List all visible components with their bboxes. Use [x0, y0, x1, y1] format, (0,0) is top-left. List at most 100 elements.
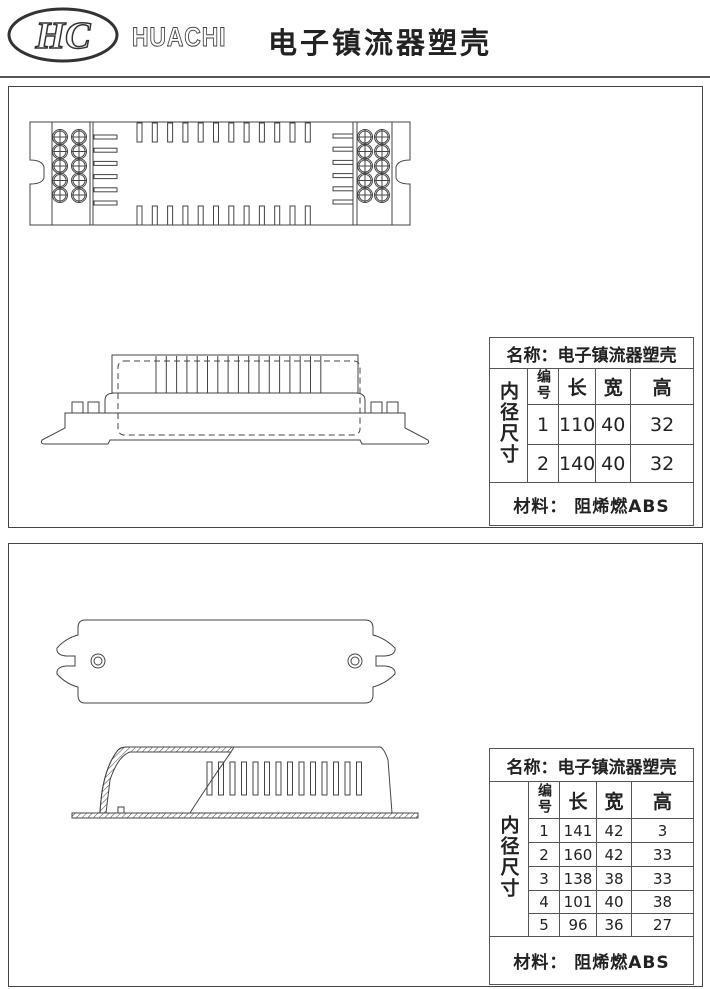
vent-slot: [304, 122, 311, 143]
vent-slot: [274, 122, 281, 143]
huachi-logo: HC: [7, 7, 119, 63]
cell-length: 160: [559, 842, 597, 867]
cross-section-drawing: [71, 746, 419, 819]
vent-slot: [167, 122, 174, 143]
vent-slot: [241, 761, 247, 796]
wire-slot: [332, 159, 354, 165]
vent-slot: [206, 761, 213, 796]
wire-slot: [332, 146, 354, 152]
vent-slot: [197, 205, 204, 226]
wire-slot: [93, 160, 118, 166]
column-header-number: 编号: [535, 369, 551, 401]
vent-slot: [287, 761, 293, 796]
top-view-drawing: [29, 121, 411, 226]
column-header-number: 编号: [536, 782, 552, 815]
spec-table-1: 名称：电子镇流器塑壳 内径尺寸 编号 长 宽 高 1 110 40 32 2 1…: [489, 337, 694, 526]
brand-name: HUACHI: [132, 22, 227, 53]
cell-length: 141: [559, 818, 597, 843]
vent-slot: [258, 122, 265, 143]
cell-width: 40: [595, 444, 632, 483]
terminal-hole: [374, 187, 390, 203]
vent-slot: [289, 122, 296, 143]
wire-slot: [332, 133, 354, 139]
cell-width: 40: [596, 890, 632, 914]
cell-number: 2: [527, 444, 559, 483]
vent-slot: [136, 122, 143, 143]
wire-slot: [93, 147, 118, 153]
cell-height: 33: [631, 866, 694, 891]
vent-slot: [182, 122, 189, 143]
cell-width: 42: [596, 818, 632, 843]
vent-slot: [310, 761, 316, 796]
vent-slot: [243, 205, 250, 226]
cell-height: 27: [631, 913, 694, 937]
table-row: 2 140 40 32: [490, 444, 694, 483]
vent-slot: [321, 761, 328, 796]
vent-slot: [274, 205, 281, 226]
cell-length: 140: [557, 444, 597, 483]
cell-height: 32: [630, 404, 694, 445]
vent-slot: [182, 205, 189, 226]
side-view-drawing: [40, 354, 430, 445]
cell-length: 138: [559, 866, 597, 891]
column-header-width: 宽: [595, 368, 632, 405]
cell-width: 42: [596, 842, 632, 867]
cell-height: 3: [631, 818, 694, 843]
page-title: 电子镇流器塑壳: [268, 26, 493, 60]
cell-height: 38: [631, 890, 694, 914]
vent-slot: [151, 205, 158, 226]
vent-slot: [213, 205, 219, 226]
vent-slot: [333, 761, 339, 796]
product-panel-2: [8, 543, 703, 987]
cell-length: 96: [559, 913, 597, 937]
vent-slot: [213, 122, 219, 143]
page-header: HC HUACHI 电子镇流器塑壳: [0, 0, 710, 78]
vent-slot: [289, 205, 296, 226]
vent-slot: [264, 761, 270, 796]
terminal-hole: [71, 187, 87, 203]
material-label: 材料： 阻烯燃ABS: [489, 482, 694, 526]
cell-number: 2: [528, 842, 560, 867]
product-name-label: 名称：电子镇流器塑壳: [489, 748, 694, 782]
vent-slot: [228, 205, 235, 226]
cell-width: 36: [596, 913, 632, 937]
vent-slot: [136, 205, 143, 226]
cell-number: 5: [528, 913, 560, 937]
product-name-label: 名称：电子镇流器塑壳: [489, 337, 694, 369]
cell-width: 38: [596, 866, 632, 891]
wire-slot: [332, 186, 354, 192]
material-label: 材料： 阻烯燃ABS: [489, 936, 694, 985]
vent-slot: [258, 205, 265, 226]
vent-slot: [243, 122, 250, 143]
product-panel-1: [8, 86, 703, 528]
cell-width: 40: [595, 404, 632, 445]
bottom-view-drawing: [56, 619, 396, 704]
inner-dimension-label: 内径尺寸: [497, 814, 520, 899]
terminal-hole: [357, 187, 373, 203]
wire-slot: [93, 134, 118, 140]
column-header-height: 高: [630, 368, 694, 405]
cell-length: 101: [559, 890, 597, 914]
cell-length: 110: [557, 404, 597, 445]
cell-number: 3: [528, 866, 560, 891]
vent-slot: [275, 761, 282, 796]
cell-number: 1: [527, 404, 559, 445]
vent-slot: [197, 122, 204, 143]
vent-slot: [252, 761, 259, 796]
vent-slot: [356, 761, 362, 796]
vent-slot: [151, 122, 158, 143]
vent-slot: [228, 122, 235, 143]
vent-slot: [298, 761, 305, 796]
vent-slot: [344, 761, 351, 796]
vent-slot: [304, 205, 311, 226]
vent-slot: [218, 761, 224, 796]
terminal-hole: [52, 187, 68, 203]
wire-slot: [93, 174, 118, 180]
column-header-width: 宽: [596, 781, 632, 819]
